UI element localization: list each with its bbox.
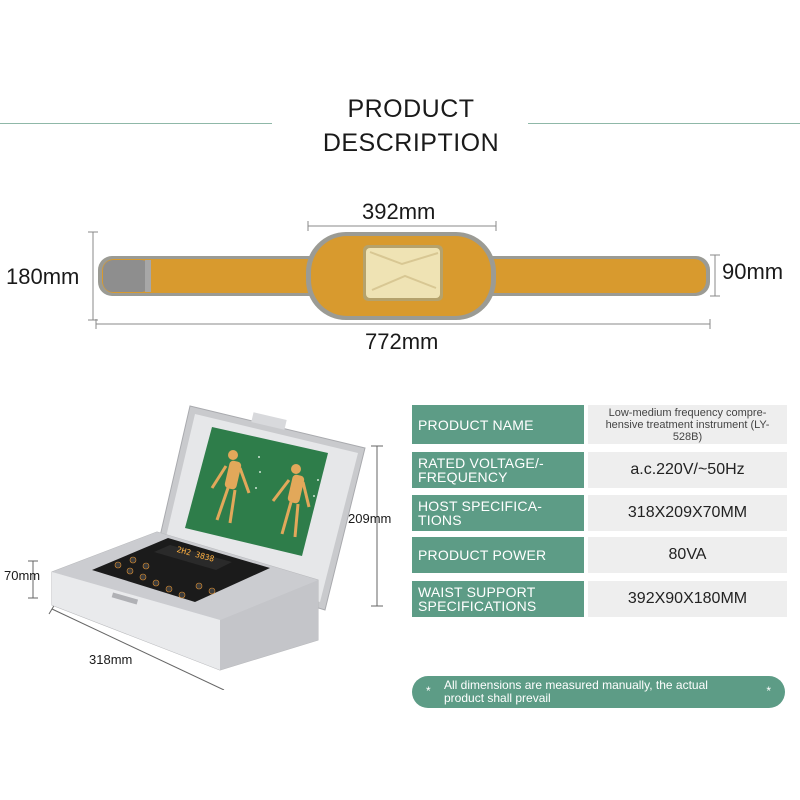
spec-value: 392X90X180MM (588, 581, 787, 617)
spec-row-voltage: RATED VOLTAGE/-FREQUENCY a.c.220V/~50Hz (412, 452, 787, 488)
spec-row-waist-support: WAIST SUPPORT SPECIFICATIONS 392X90X180M… (412, 581, 787, 617)
spec-value: a.c.220V/~50Hz (588, 452, 787, 488)
spec-label: PRODUCT NAME (412, 405, 584, 444)
belt-height-label: 180mm (6, 264, 80, 289)
spec-value: 80VA (588, 537, 787, 573)
spec-label: PRODUCT POWER (412, 537, 584, 573)
measurement-note: * All dimensions are measured manually, … (412, 676, 785, 708)
belt-strap-height-label: 90mm (722, 259, 784, 284)
header-rule-right (528, 123, 800, 124)
header-rule-left (0, 123, 272, 124)
spec-row-host-specs: HOST SPECIFICA-TIONS 318X209X70MM (412, 495, 787, 531)
waist-belt-illustration (88, 221, 720, 329)
spec-label: HOST SPECIFICA-TIONS (412, 495, 584, 531)
note-text: All dimensions are measured manually, th… (444, 678, 708, 705)
spec-label: WAIST SUPPORT SPECIFICATIONS (412, 581, 584, 617)
spec-row-product-name: PRODUCT NAME Low-medium frequency compre… (412, 405, 787, 444)
device-depth-label: 70mm (4, 568, 41, 583)
spec-value: Low-medium frequency compre-hensive trea… (588, 405, 787, 444)
spec-label: RATED VOLTAGE/-FREQUENCY (412, 452, 584, 488)
belt-pad-width-label: 392mm (362, 199, 436, 224)
note-star-right: * (766, 684, 771, 698)
treatment-device-illustration (28, 405, 383, 690)
belt-length-label: 772mm (365, 329, 439, 354)
spec-row-power: PRODUCT POWER 80VA (412, 537, 787, 573)
note-star-left: * (426, 684, 431, 698)
page-title-line2: DESCRIPTION (322, 129, 500, 157)
device-height-label: 209mm (348, 511, 392, 526)
device-width-label: 318mm (89, 652, 133, 667)
page-title-line1: PRODUCT (347, 95, 475, 123)
spec-value: 318X209X70MM (588, 495, 787, 531)
page-title: PRODUCT DESCRIPTION (300, 92, 522, 160)
